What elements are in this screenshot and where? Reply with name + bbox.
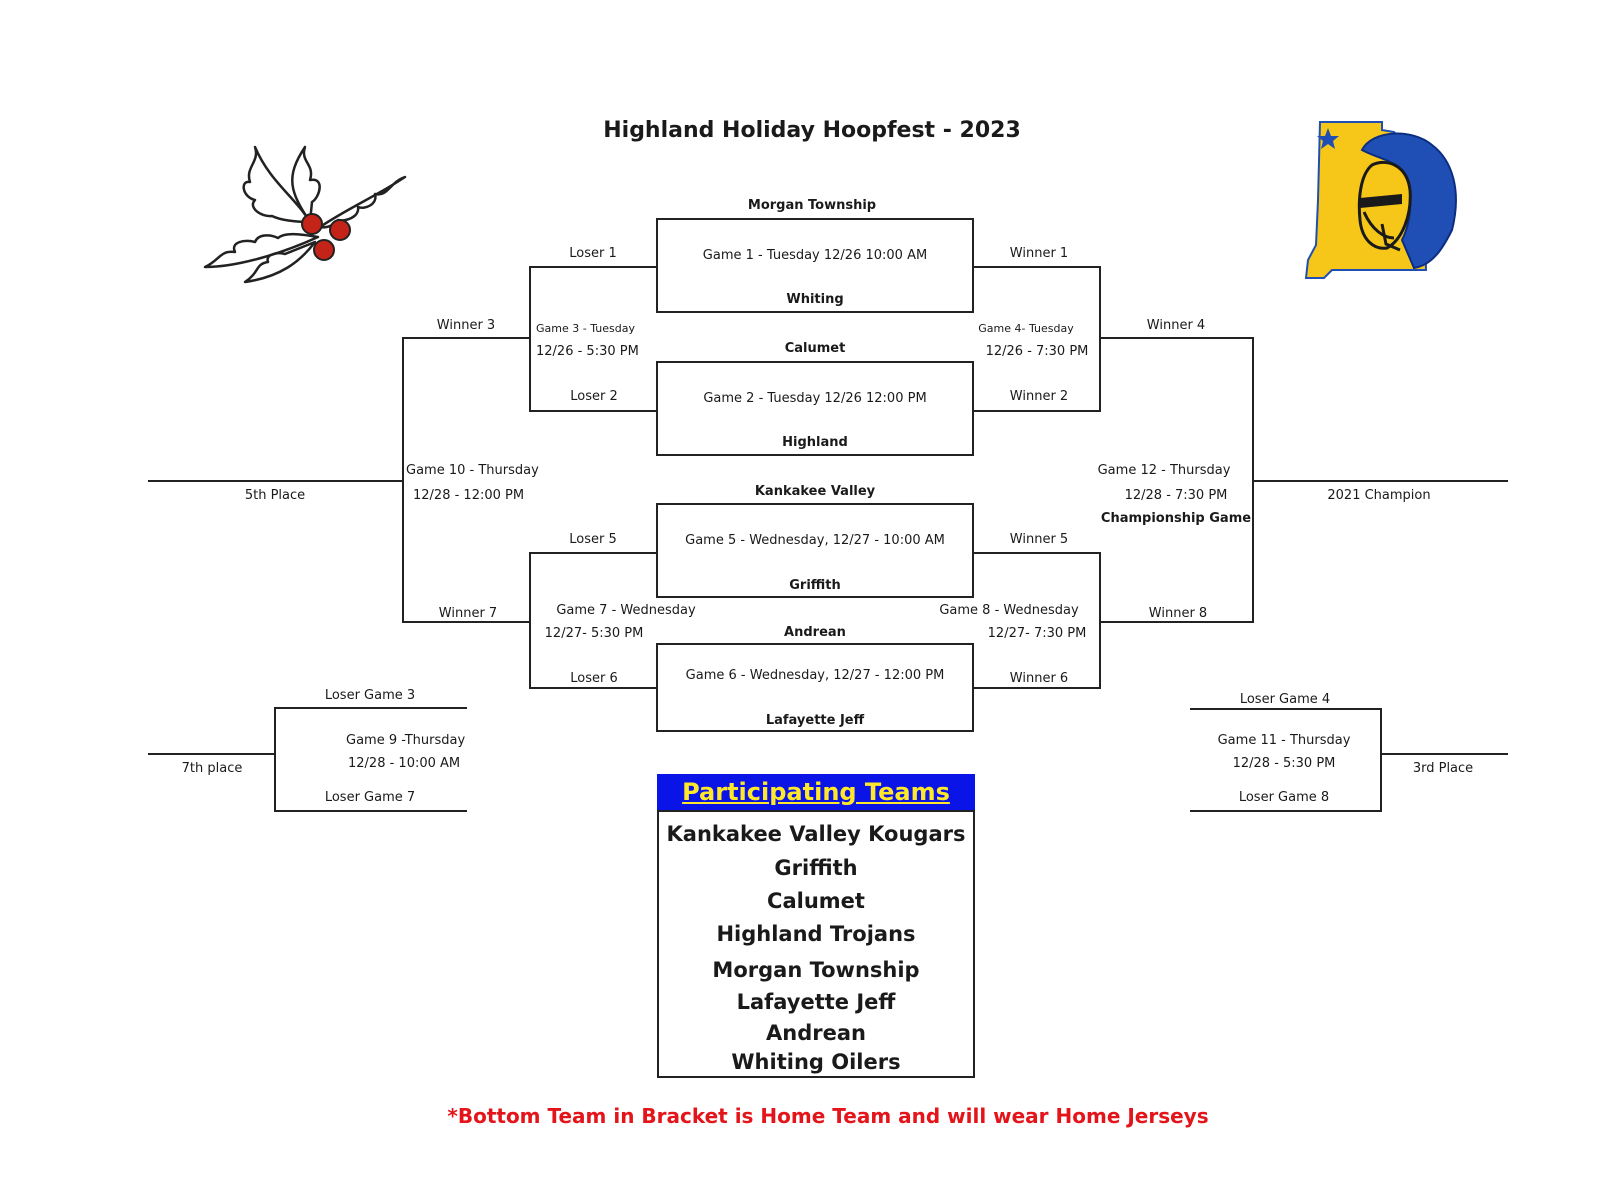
team-item: Andrean: [766, 1021, 866, 1045]
participating-teams-list: Kankakee Valley Kougars Griffith Calumet…: [657, 810, 975, 1078]
place-champion: 2021 Champion: [1327, 488, 1431, 503]
bracket-line-winner2: [973, 410, 1101, 412]
bracket-line-winner3: [402, 337, 529, 339]
bracket-line-loser-game8: [1190, 810, 1382, 812]
bracket-line-game9: [274, 707, 276, 812]
slot-winner2: Winner 2: [1009, 389, 1069, 404]
team-item: Calumet: [767, 889, 865, 913]
place-3rd: 3rd Place: [1412, 761, 1474, 776]
game11-line1: Game 11 - Thursday: [1217, 733, 1351, 748]
bracket-line-game3: [529, 266, 531, 412]
game2-box: [656, 361, 974, 456]
game2-bottom-team: Highland: [782, 435, 848, 450]
bracket-line-winner6: [973, 687, 1101, 689]
trojan-logo-icon: [1304, 121, 1457, 279]
game10-line2: 12/28 - 12:00 PM: [413, 488, 525, 503]
bracket-line-winner4: [1099, 337, 1254, 339]
slot-loser1: Loser 1: [569, 246, 617, 261]
participating-teams-title: Participating Teams: [682, 778, 950, 806]
slot-winner1: Winner 1: [1009, 246, 1069, 261]
home-team-note: *Bottom Team in Bracket is Home Team and…: [447, 1104, 1209, 1128]
game3-line2: 12/26 - 5:30 PM: [536, 344, 639, 359]
bracket-line-game7: [529, 552, 531, 689]
bracket-line-winner7: [402, 621, 529, 623]
game2-top-team: Calumet: [784, 341, 846, 356]
slot-loser6: Loser 6: [570, 671, 618, 686]
game1-label: Game 1 - Tuesday 12/26 10:00 AM: [702, 248, 928, 263]
game9-line1: Game 9 -Thursday: [346, 733, 466, 748]
bracket-line-game4: [1099, 266, 1101, 412]
team-item: Griffith: [774, 856, 858, 880]
game1-top-team: Morgan Township: [747, 198, 877, 213]
game4-line2: 12/26 - 7:30 PM: [985, 344, 1089, 359]
game4-line1: Game 4- Tuesday: [978, 322, 1074, 335]
game3-line1: Game 3 - Tuesday: [536, 322, 635, 335]
game5-box: [656, 503, 974, 598]
game2-label: Game 2 - Tuesday 12/26 12:00 PM: [703, 391, 927, 406]
slot-winner7: Winner 7: [438, 606, 498, 621]
team-item: Kankakee Valley Kougars: [666, 822, 966, 846]
bracket-line-loser-game3: [274, 707, 467, 709]
game1-box: [656, 218, 974, 313]
slot-winner5: Winner 5: [1009, 532, 1069, 547]
team-item: Lafayette Jeff: [736, 990, 896, 1014]
game12-line2: 12/28 - 7:30 PM: [1124, 488, 1228, 503]
bracket-line-winner5: [973, 552, 1101, 554]
bracket-line-winner8: [1099, 621, 1254, 623]
game5-label: Game 5 - Wednesday, 12/27 - 10:00 AM: [685, 533, 945, 548]
slot-loser2: Loser 2: [570, 389, 618, 404]
slot-winner8: Winner 8: [1148, 606, 1208, 621]
holly-icon: [203, 145, 407, 284]
slot-loser-game7: Loser Game 7: [324, 790, 416, 805]
game5-top-team: Kankakee Valley: [754, 484, 876, 499]
slot-winner3: Winner 3: [436, 318, 496, 333]
game6-top-team: Andrean: [784, 625, 846, 640]
game8-line2: 12/27- 7:30 PM: [987, 626, 1087, 641]
game7-line2: 12/27- 5:30 PM: [544, 626, 644, 641]
game5-bottom-team: Griffith: [789, 578, 841, 593]
bracket-line-game8: [1099, 552, 1101, 689]
bracket-line-loser-game4: [1190, 708, 1382, 710]
game9-line2: 12/28 - 10:00 AM: [348, 756, 461, 771]
game11-line2: 12/28 - 5:30 PM: [1232, 756, 1336, 771]
game6-bottom-team: Lafayette Jeff: [765, 713, 865, 728]
game8-line1: Game 8 - Wednesday: [939, 603, 1079, 618]
slot-loser-game4: Loser Game 4: [1239, 692, 1331, 707]
place-5th: 5th Place: [244, 488, 306, 503]
bracket-line-loser6: [529, 687, 657, 689]
bracket-line-5th-place: [148, 480, 404, 482]
slot-winner6: Winner 6: [1009, 671, 1069, 686]
game1-bottom-team: Whiting: [786, 292, 844, 307]
bracket-line-loser2: [529, 410, 657, 412]
slot-loser-game3: Loser Game 3: [324, 688, 416, 703]
bracket-line-loser5: [529, 552, 657, 554]
page-title: Highland Holiday Hoopfest - 2023: [603, 118, 1021, 143]
bracket-line-champion: [1252, 480, 1508, 482]
slot-winner4: Winner 4: [1146, 318, 1206, 333]
bracket-line-7th-place: [148, 753, 276, 755]
bracket-line-game11: [1380, 708, 1382, 812]
game6-label: Game 6 - Wednesday, 12/27 - 12:00 PM: [685, 668, 945, 683]
slot-loser-game8: Loser Game 8: [1238, 790, 1330, 805]
game12-line1: Game 12 - Thursday: [1097, 463, 1231, 478]
bracket-line-loser-game7: [274, 810, 467, 812]
team-item: Whiting Oilers: [731, 1050, 901, 1074]
participating-teams-header: Participating Teams: [657, 774, 975, 810]
place-7th: 7th place: [181, 761, 243, 776]
game10-line1: Game 10 - Thursday: [406, 463, 539, 478]
game12-line3: Championship Game: [1100, 511, 1252, 526]
slot-loser5: Loser 5: [569, 532, 617, 547]
team-item: Highland Trojans: [716, 922, 916, 946]
team-item: Morgan Township: [712, 958, 920, 982]
bracket-line-winner1: [973, 266, 1101, 268]
game7-line1: Game 7 - Wednesday: [556, 603, 696, 618]
bracket-line-3rd-place: [1380, 753, 1508, 755]
bracket-line-loser1: [529, 266, 657, 268]
